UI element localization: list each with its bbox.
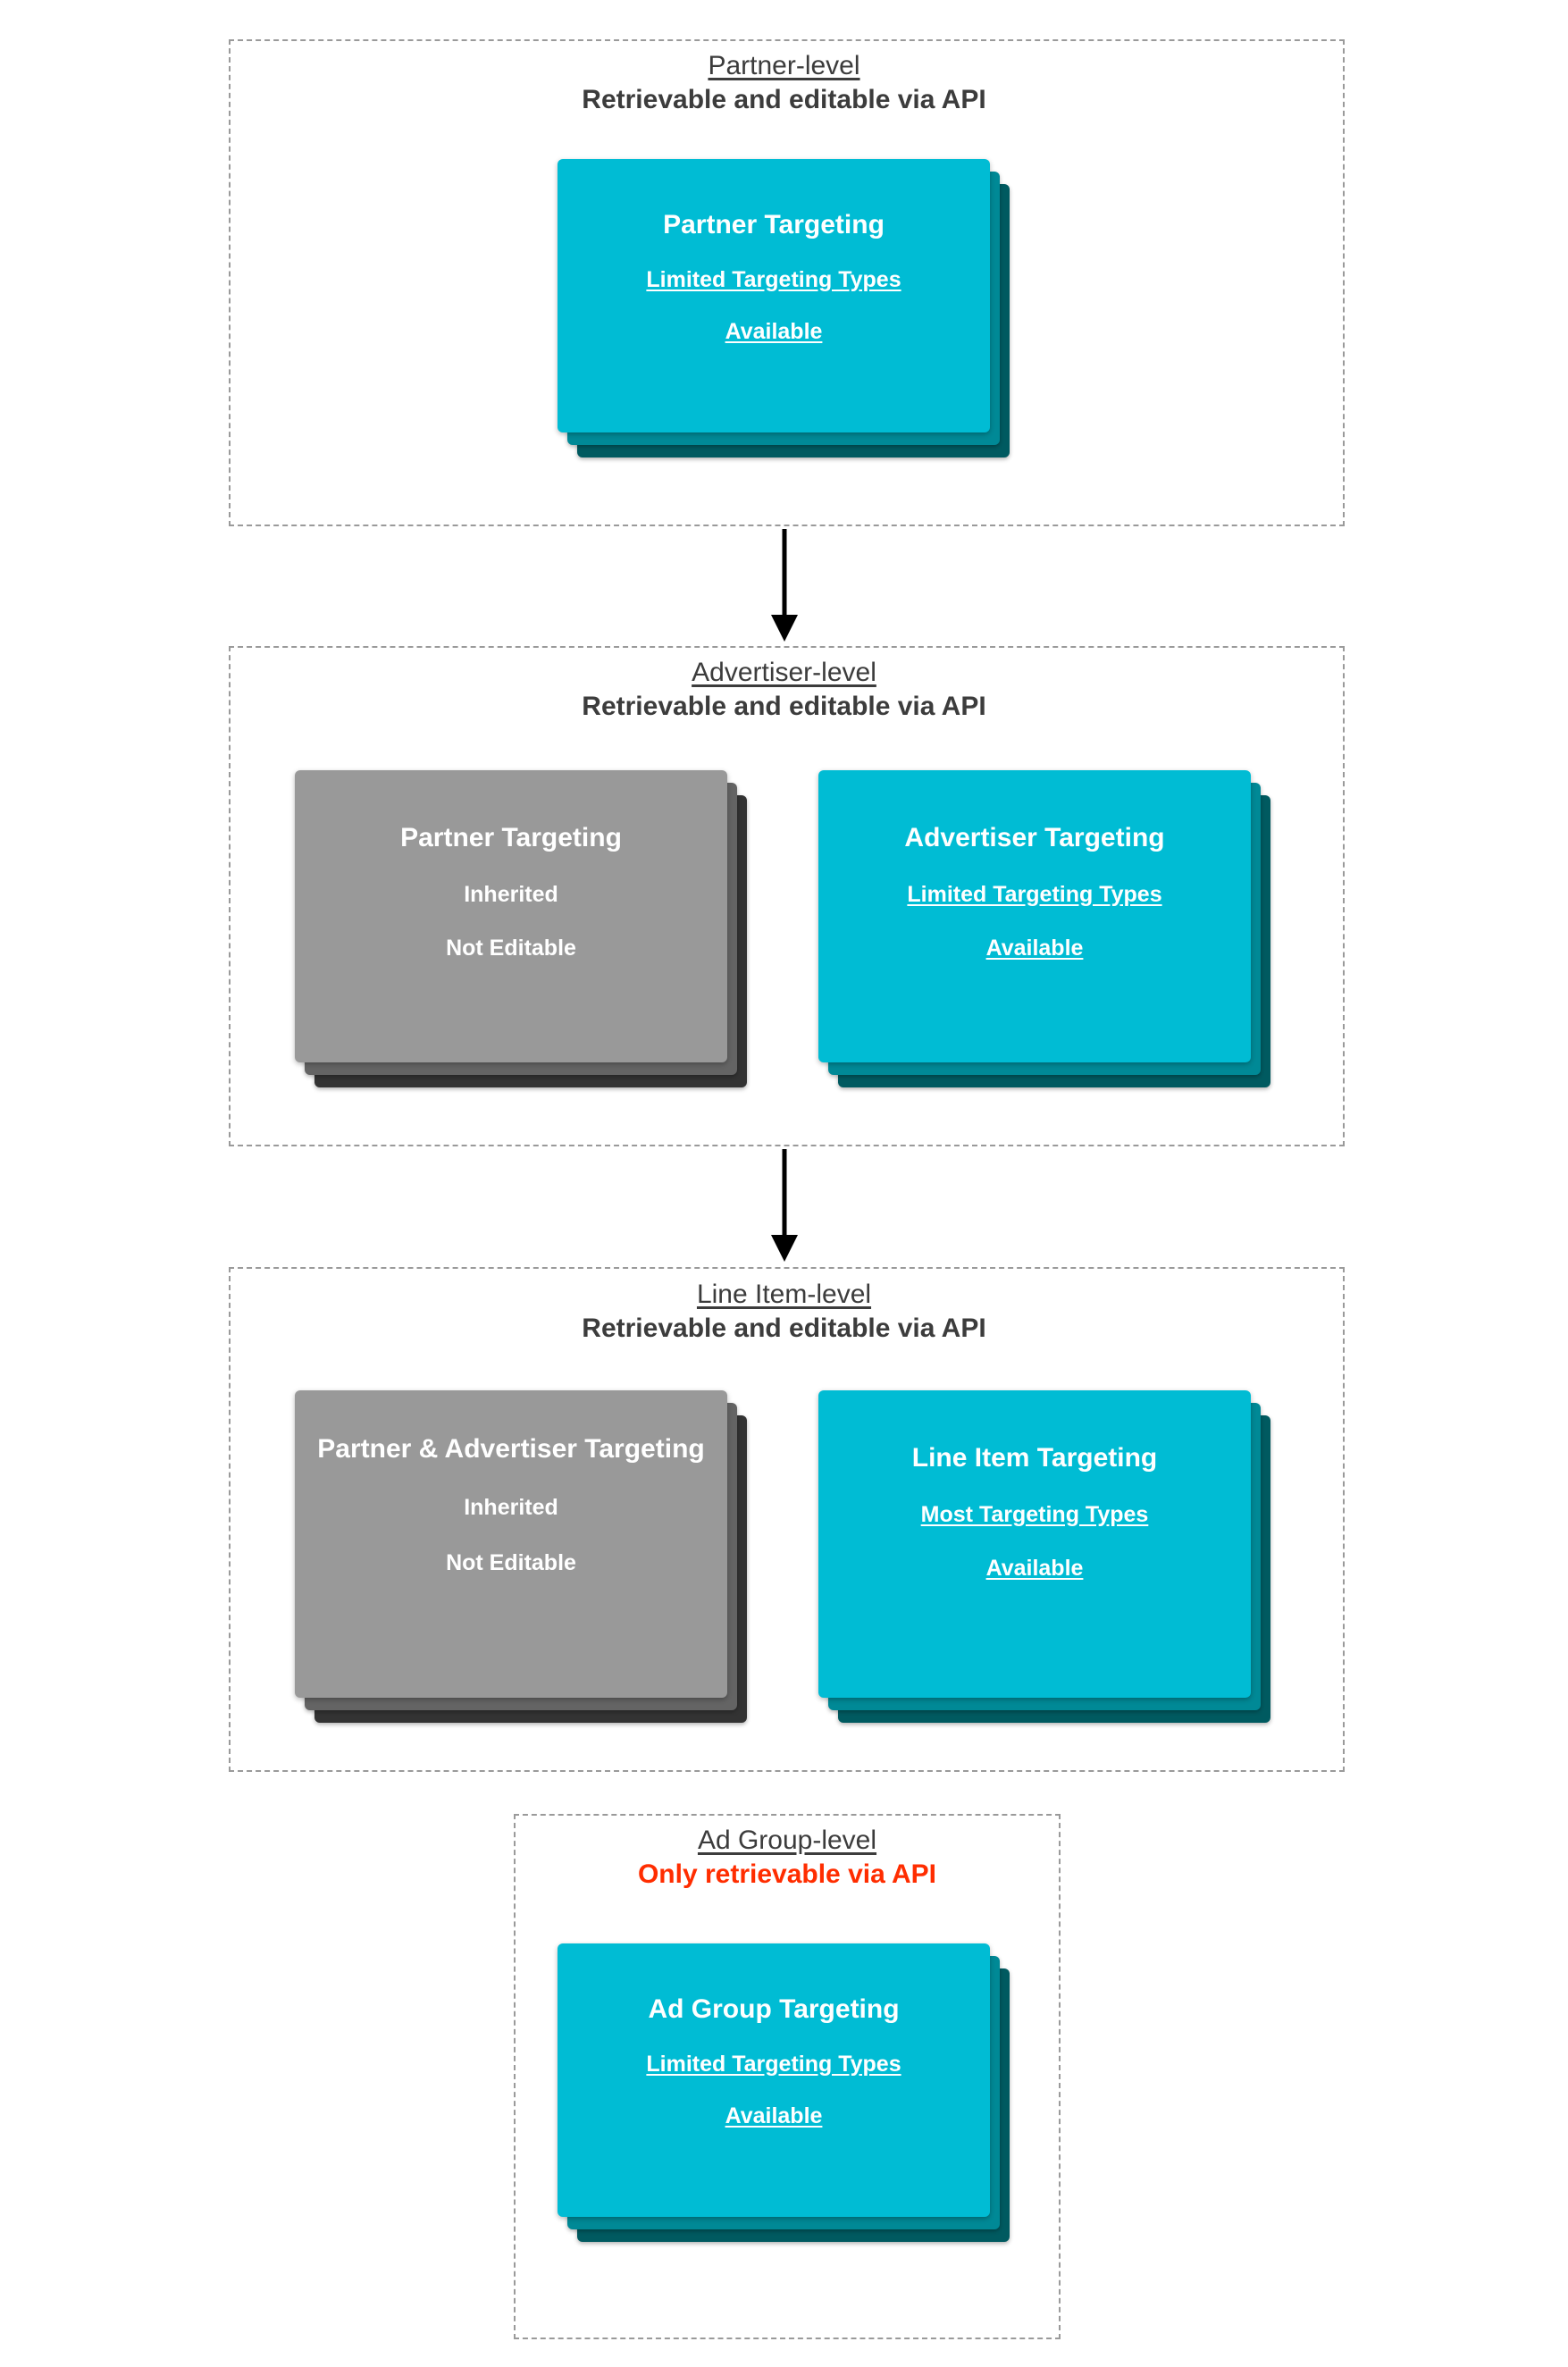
card-layer-front[interactable]: Line Item Targeting Most Targeting Types… bbox=[818, 1390, 1251, 1698]
card-stack-lineitem-inherited[interactable]: Partner & Advertiser Targeting Inherited… bbox=[295, 1390, 747, 1723]
card-note-line1: Inherited bbox=[464, 1494, 558, 1520]
card-note-line1: Limited Targeting Types bbox=[646, 2051, 901, 2077]
card-layer-front[interactable]: Partner Targeting Limited Targeting Type… bbox=[558, 159, 990, 432]
card-note-line1: Inherited bbox=[464, 881, 558, 907]
card-note-line2: Not Editable bbox=[446, 935, 576, 961]
card-note-line2: Not Editable bbox=[446, 1549, 576, 1575]
card-note-line2: Available bbox=[985, 935, 1084, 961]
level-container-advertiser bbox=[229, 646, 1345, 1146]
card-title: Ad Group Targeting bbox=[648, 1994, 900, 2024]
card-title: Line Item Targeting bbox=[911, 1443, 1158, 1473]
card-note-line1: Most Targeting Types bbox=[920, 1501, 1149, 1527]
card-note-line1: Limited Targeting Types bbox=[646, 266, 901, 292]
card-stack-advertiser-targeting[interactable]: Advertiser Targeting Limited Targeting T… bbox=[818, 770, 1270, 1087]
card-layer-front[interactable]: Advertiser Targeting Limited Targeting T… bbox=[818, 770, 1251, 1062]
card-note-line1: Limited Targeting Types bbox=[907, 881, 1162, 907]
connector-arrow-partner-to-advertiser bbox=[771, 529, 798, 642]
card-title: Advertiser Targeting bbox=[904, 823, 1165, 852]
level-container-lineitem bbox=[229, 1267, 1345, 1772]
level-container-partner bbox=[229, 39, 1345, 526]
card-title: Partner & Advertiser Targeting bbox=[317, 1434, 705, 1464]
card-note-line2: Available bbox=[725, 318, 823, 344]
card-title: Partner Targeting bbox=[400, 823, 622, 852]
card-note-line2: Available bbox=[985, 1555, 1084, 1581]
connector-arrow-advertiser-to-lineitem bbox=[771, 1149, 798, 1262]
card-stack-adgroup-targeting[interactable]: Ad Group Targeting Limited Targeting Typ… bbox=[558, 1943, 1010, 2242]
card-layer-front[interactable]: Partner Targeting Inherited Not Editable bbox=[295, 770, 727, 1062]
card-layer-front[interactable]: Ad Group Targeting Limited Targeting Typ… bbox=[558, 1943, 990, 2217]
card-stack-partner-targeting[interactable]: Partner Targeting Limited Targeting Type… bbox=[558, 159, 1010, 457]
card-stack-lineitem-targeting[interactable]: Line Item Targeting Most Targeting Types… bbox=[818, 1390, 1270, 1723]
card-stack-advertiser-inherited[interactable]: Partner Targeting Inherited Not Editable bbox=[295, 770, 747, 1087]
card-layer-front[interactable]: Partner & Advertiser Targeting Inherited… bbox=[295, 1390, 727, 1698]
card-title: Partner Targeting bbox=[663, 210, 885, 239]
level-container-adgroup bbox=[514, 1814, 1061, 2339]
card-note-line2: Available bbox=[725, 2103, 823, 2128]
